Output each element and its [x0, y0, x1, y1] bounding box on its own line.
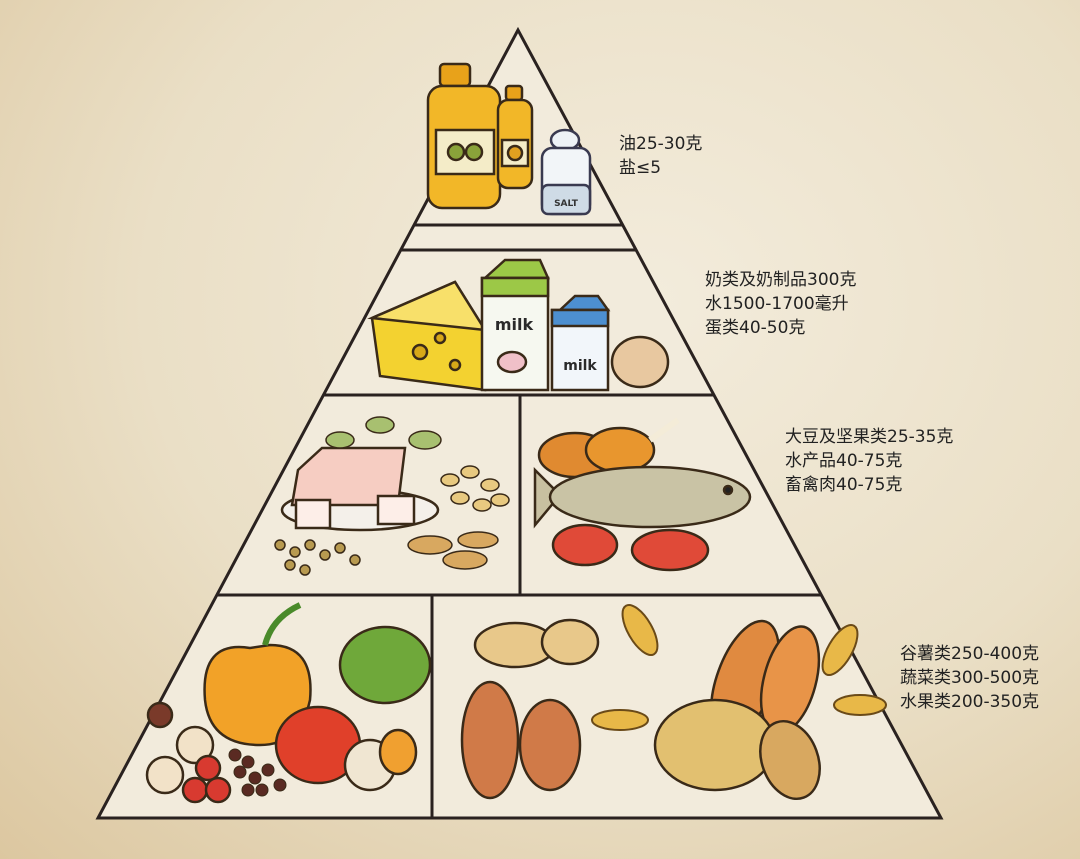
oil-bottle-illustration	[426, 62, 534, 210]
fruits-illustration	[145, 701, 287, 804]
soy-nuts-amount: 大豆及坚果类25-35克	[785, 427, 954, 447]
svg-text:SALT: SALT	[554, 199, 579, 209]
nuts-illustration	[407, 465, 510, 570]
tier-1-label: 油25-30克 盐≤5	[619, 132, 702, 180]
milk-carton-illustration: milk milk	[480, 258, 611, 392]
tier-2-label: 奶类及奶制品300克 水1500-1700毫升 蛋类40-50克	[705, 268, 856, 340]
cheese-illustration	[367, 280, 488, 392]
soybeans-illustration	[274, 416, 442, 576]
grains-amount: 谷薯类250-400克	[900, 644, 1040, 664]
meat-amount: 畜禽肉40-75克	[785, 475, 903, 495]
vegetables-illustration	[203, 602, 432, 792]
salt-shaker-illustration: SALT	[540, 128, 592, 216]
salt-amount: 盐≤5	[619, 158, 662, 178]
bread-illustration	[653, 619, 821, 801]
egg-illustration	[610, 335, 670, 389]
shrimp-illustration	[551, 523, 710, 572]
water-amount: 水1500-1700毫升	[705, 294, 849, 314]
oil-amount: 油25-30克	[619, 134, 703, 154]
tier-3-label: 大豆及坚果类25-35克 水产品40-75克 畜禽肉40-75克	[785, 425, 953, 497]
egg-amount: 蛋类40-50克	[705, 318, 806, 338]
wheat-illustration	[591, 604, 887, 731]
tofu-illustration	[280, 446, 440, 532]
vegetables-amount: 蔬菜类300-500克	[900, 668, 1040, 688]
potatoes-illustration	[460, 618, 600, 800]
fish-illustration	[533, 465, 752, 529]
svg-text:milk: milk	[495, 315, 534, 334]
seafood-amount: 水产品40-75克	[785, 451, 903, 471]
fruit-amount: 水果类200-350克	[900, 692, 1040, 712]
chicken-leg-illustration	[537, 417, 680, 479]
svg-text:milk: milk	[563, 358, 597, 374]
tier-4-label: 谷薯类250-400克 蔬菜类300-500克 水果类200-350克	[900, 642, 1039, 714]
dairy-amount: 奶类及奶制品300克	[705, 270, 857, 290]
